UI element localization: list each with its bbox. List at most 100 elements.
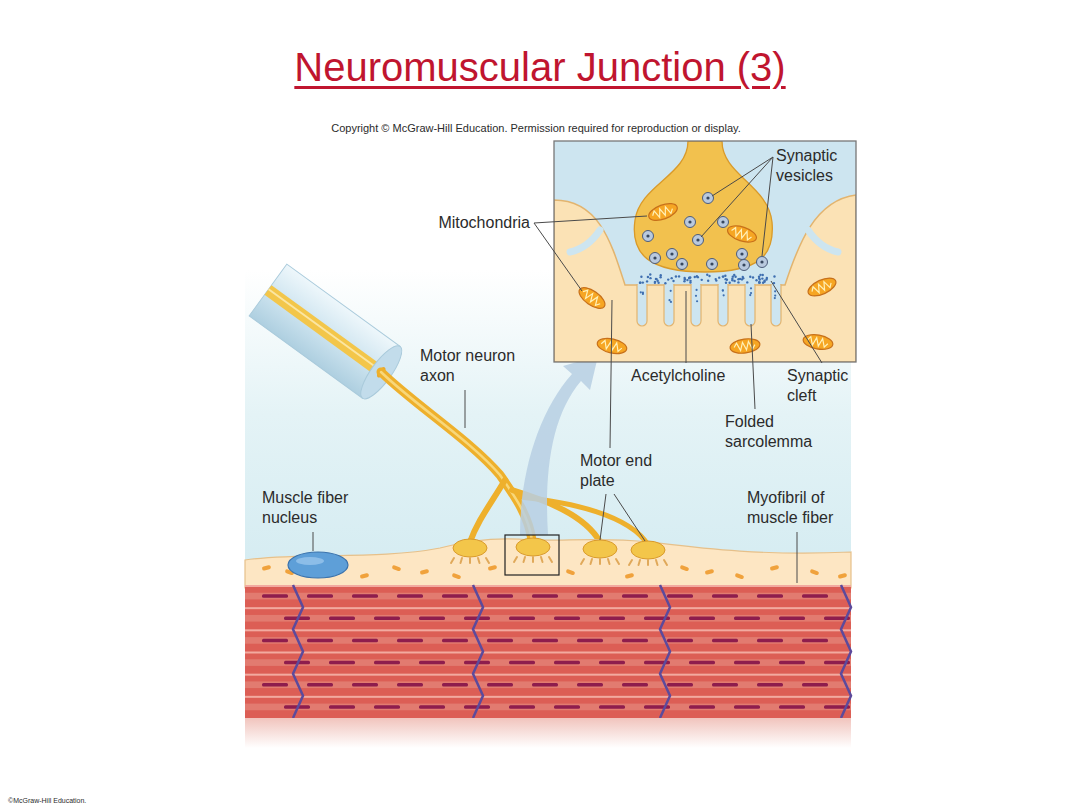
acetylcholine-dot [750,292,752,294]
synaptic-vesicle [739,260,750,271]
myosin-filament [712,639,738,643]
acetylcholine-dot [694,276,696,278]
sarcolemma-fold [691,280,701,326]
acetylcholine-dot [655,278,657,280]
myosin-filament [352,594,378,598]
acetylcholine-dot [642,281,644,283]
mitochondrion [360,573,370,579]
junction-fold [541,557,543,562]
mitochondrion [452,573,462,580]
part-label: Synaptic cleft [787,366,857,406]
axon-core [264,285,384,377]
inset-background [554,141,856,362]
myofibril-light [245,659,851,666]
mitochondrion-cristae [581,288,603,307]
mitochondrion-cristae [810,279,832,295]
myosin-filament [419,616,445,620]
inset-frame [554,141,856,362]
part-label-box: Motor end plate [580,451,666,491]
acetylcholine-dot [749,275,751,277]
myosin-filament [757,639,783,643]
acetylcholine-dot [688,277,690,279]
sarcolemma-fold [745,280,755,326]
acetylcholine-dot [732,275,734,277]
muscle-nucleus [288,552,348,578]
synaptic-vesicle [707,259,718,270]
synaptic-vesicle [685,217,696,228]
mitochondrion-outer [802,333,834,352]
acetylcholine-dot [762,281,764,283]
myosin-filament [509,661,535,665]
leader-line [771,281,822,363]
acetylcholine-dot [647,276,649,278]
axon-highlight [268,288,382,372]
mitochondrion [576,284,609,313]
acetylcholine-dot [688,276,690,278]
myosin-filament [442,683,468,687]
acetylcholine-dot [724,275,726,277]
myosin-filament [262,683,288,687]
leader-line [762,157,773,256]
vesicle-content [742,263,745,266]
myosin-filament [622,639,648,643]
axon-terminal [634,141,772,272]
myofibril-edge [245,629,851,631]
myosin-filament [689,661,715,665]
mitochondrion [705,569,715,575]
synaptic-vesicle [718,217,729,228]
myosin-filament [532,683,558,687]
mitochondrion [810,569,820,576]
myosin-filament [442,594,468,598]
sarcolemma-fold [570,230,600,252]
acetylcholine-dot [749,294,751,296]
part-label-box: Motor neuron axon [420,346,522,386]
myosin-filament [667,683,693,687]
acetylcholine-dot [640,291,642,293]
acetylcholine-dot [750,287,752,289]
myosin-filament [734,661,760,665]
myosin-filament [397,639,423,643]
acetylcholine-dot [774,290,776,292]
mitochondrion [729,337,761,355]
acetylcholine-dot [670,277,672,279]
acetylcholine-dot [722,290,724,292]
mitochondrion [838,573,848,579]
junction-fold [486,558,489,563]
myofibril-light [245,637,851,644]
acetylcholine-dot [761,277,763,279]
acetylcholine-dot [739,278,741,280]
mitochondrion-outer [647,200,680,223]
acetylcholine-dot [642,293,644,295]
copyright-notice-box: Copyright © McGraw-Hill Education. Permi… [0,121,1076,135]
myosin-filament [329,616,355,620]
acetylcholine-dot [708,275,710,277]
acetylcholine-dot [766,277,768,279]
vesicle-content [696,238,699,241]
acetylcholine-dot [774,297,776,299]
leader-lines [313,157,822,583]
acetylcholine-dot [678,275,680,277]
mitochondrion-cristae [651,205,673,220]
vesicle-content [740,252,743,255]
vesicle-content [653,256,656,259]
acetylcholine-dot [722,275,724,277]
acetylcholine-dot [686,279,688,281]
credit-note-box: ©McGraw-Hill Education. [8,796,208,805]
part-label-box: Synaptic cleft [787,366,857,406]
myofibril-edge [245,607,851,609]
leader-line [751,324,755,409]
myofibril-fade [245,718,851,748]
part-label-box: Muscle fiber nucleus [262,488,364,528]
end-plate [516,538,550,556]
myosin-filament [689,616,715,620]
synaptic-vesicle [737,249,748,260]
mitochondrion [625,573,635,579]
synaptic-vesicle [643,231,654,242]
acetylcholine-dot [707,280,709,282]
myosin-filament [757,683,783,687]
acetylcholine-dot [722,275,724,277]
myosin-filament [374,661,400,665]
myosin-filament [577,594,603,598]
myofibril-band [245,585,851,718]
